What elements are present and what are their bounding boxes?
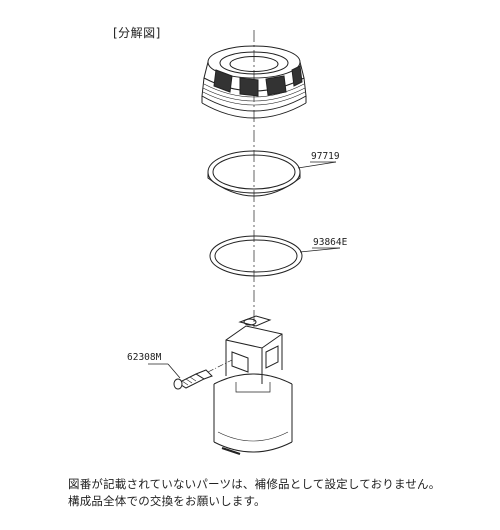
part-label-62308M: 62308M [127,352,162,363]
note-line-2: 構成品全体での交換をお願いします。 [68,494,266,508]
o-ring-93864E [209,235,303,277]
note-line-1: 図番が記載されていないパーツは、補修品として設定しておりません。 [68,477,441,491]
diagram-title: [分解図] [113,26,161,40]
cartridge [213,315,293,456]
o-ring-97719 [207,150,301,197]
part-label-93864E: 93864E [313,237,348,248]
ring-nut [201,45,307,119]
screw [173,369,213,390]
part-label-97719: 97719 [311,151,340,162]
